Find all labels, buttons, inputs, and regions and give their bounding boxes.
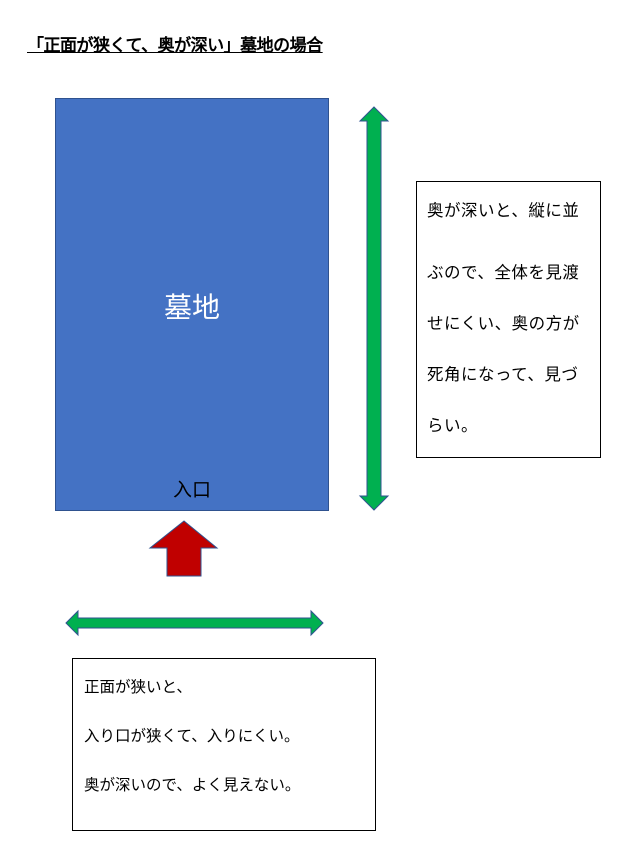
note-line: 奥が深いので、よく見えない。 <box>84 776 301 794</box>
note-line: 正面が狭いと、 <box>84 678 192 696</box>
depth-note-box: 奥が深いと、縦に並 ぶので、全体を見渡 せにくい、奥の方が 死角になって、見づ … <box>416 181 601 458</box>
note-line: 奥が深いと、縦に並 <box>427 201 580 220</box>
entrance-label: 入口 <box>172 479 211 501</box>
vertical-double-arrow-icon <box>358 106 390 511</box>
note-line: 入り口が狭くて、入りにくい。 <box>84 727 300 745</box>
note-line: らい。 <box>427 416 478 435</box>
front-note-box: 正面が狭いと、 入り口が狭くて、入りにくい。 奥が深いので、よく見えない。 <box>72 658 376 831</box>
note-line: せにくい、奥の方が <box>427 314 580 333</box>
plot-label: 墓地 <box>163 291 220 324</box>
cemetery-plot: 墓地 入口 <box>55 98 329 511</box>
note-line: ぶので、全体を見渡 <box>427 263 580 282</box>
entry-up-arrow-icon <box>148 520 219 577</box>
note-line: 死角になって、見づ <box>427 365 579 384</box>
horizontal-double-arrow-icon <box>65 609 324 637</box>
page-title: 「正面が狭くて、奥が深い」墓地の場合 <box>27 36 323 56</box>
